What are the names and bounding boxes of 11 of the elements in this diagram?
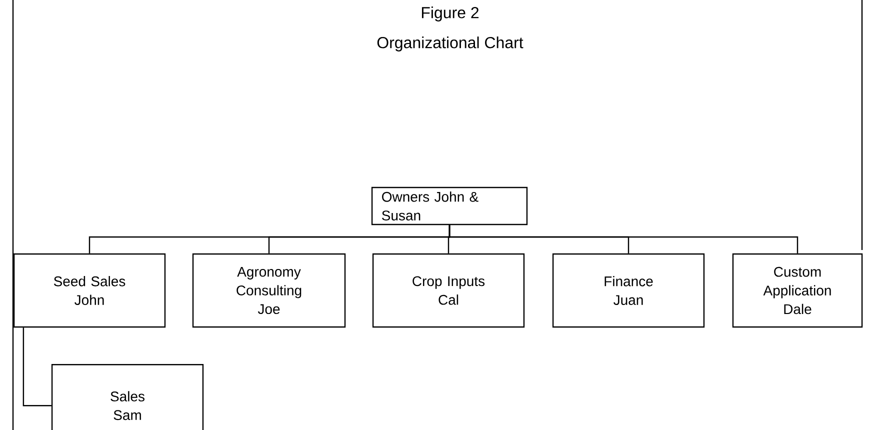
figure-number: Figure 2: [422, 6, 479, 22]
department-box: Finance Juan: [552, 253, 705, 328]
chart-title: Organizational Chart: [377, 36, 524, 52]
department-box: Custom Application Dale: [732, 253, 863, 328]
connector-line: [22, 328, 52, 406]
department-box: Seed Sales John: [13, 253, 166, 328]
department-box: Crop Inputs Cal: [372, 253, 525, 328]
department-box: Agronomy Consulting Joe: [192, 253, 346, 328]
owner-box: Owners John & Susan: [371, 186, 528, 226]
department-box: Sales Sam: [51, 364, 204, 430]
connector-line: [448, 225, 798, 254]
